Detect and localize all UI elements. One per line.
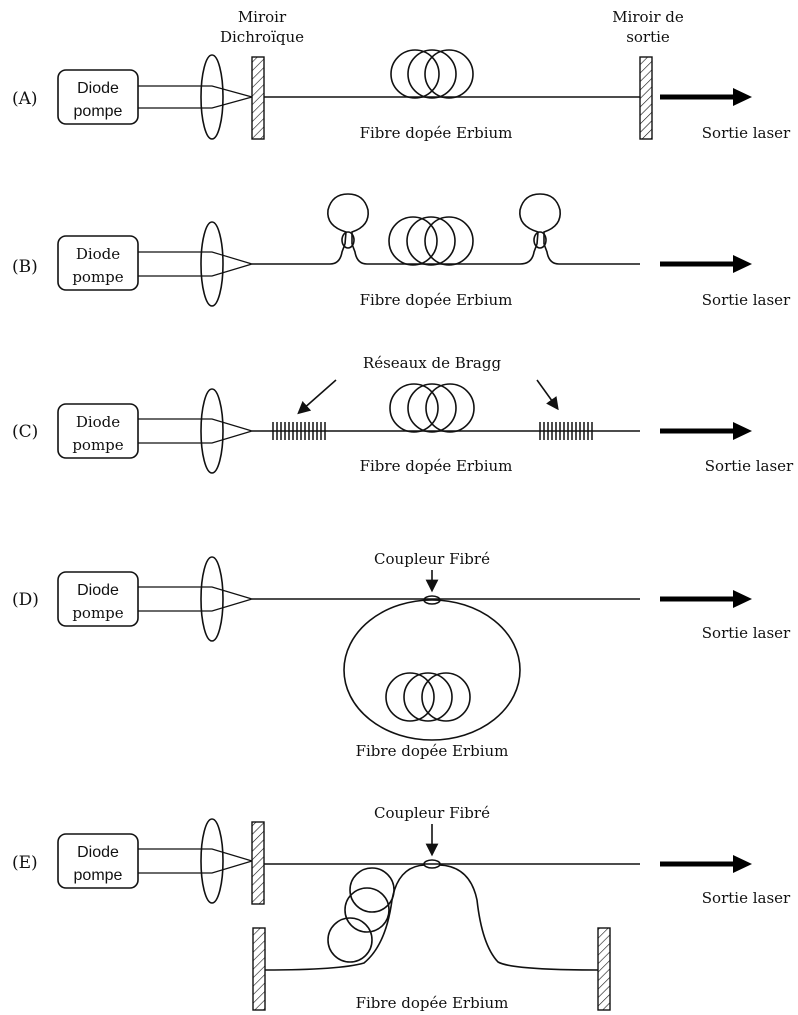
bragg-pointer-left <box>297 379 337 415</box>
bragg-grating-right-c <box>539 422 593 440</box>
mirror-out-label-line2: sortie <box>626 28 670 46</box>
lens-b <box>200 221 224 307</box>
pump-label-line1: Diode <box>77 582 119 599</box>
loop-mirror-right-b <box>519 193 561 249</box>
pump-label-line2: pompe <box>74 103 123 120</box>
output-arrow-a <box>660 88 752 106</box>
output-arrow-c <box>660 422 752 440</box>
fiber-coupler-d <box>423 595 441 605</box>
fiber-line-b-right <box>543 243 640 265</box>
panel-e: (E) Diode pompe Coupleur Fibré Fibre dop… <box>12 804 791 1012</box>
pump-label-line1: Diode <box>77 80 119 97</box>
fiber-arm-right-e <box>438 864 599 971</box>
lens-c <box>200 388 224 474</box>
fiber-label-a: Fibre dopée Erbium <box>360 124 513 142</box>
pump-beam-a <box>138 85 253 109</box>
dichroic-mirror-a <box>251 56 265 140</box>
fiber-coil-b <box>388 216 474 266</box>
panel-label-c: (C) <box>12 422 38 442</box>
fiber-coil-e <box>327 867 395 963</box>
output-arrow-d <box>660 590 752 608</box>
lens-e <box>200 818 224 904</box>
pump-label-line1: Diode <box>76 413 120 431</box>
panel-label-e: (E) <box>12 853 38 873</box>
output-arrow-e <box>660 855 752 873</box>
panel-d: (D) Diode pompe Coupleur Fibré Fibre do <box>12 550 791 760</box>
output-label-c: Sortie laser <box>705 457 794 475</box>
coupler-label-e: Coupleur Fibré <box>374 804 490 822</box>
mirror-in-label-line2: Dichroïque <box>220 28 304 46</box>
pump-diode-a: Diode pompe <box>57 69 139 125</box>
pump-diode-c: Diode pompe <box>57 403 139 459</box>
fiber-label-b: Fibre dopée Erbium <box>360 291 513 309</box>
fiber-coil-c <box>389 383 475 433</box>
fiber-coupler-e <box>423 859 441 869</box>
pump-label-line2: pompe <box>74 867 123 884</box>
panel-c: (C) Diode pompe Réseaux de Bragg <box>12 354 794 475</box>
dichroic-mirror-e <box>251 821 265 905</box>
pump-beam-d <box>138 586 253 612</box>
end-mirror-right-e <box>597 927 611 1011</box>
bragg-label-c: Réseaux de Bragg <box>363 354 502 372</box>
pump-label-line1: Diode <box>76 245 120 263</box>
loop-mirror-left-b <box>327 193 369 249</box>
pump-diode-e: Diode pompe <box>57 833 139 889</box>
mirror-in-label-line1: Miroir <box>238 8 287 26</box>
panel-a: (A) Diode pompe Miroir Dichroïque Miroir… <box>12 8 791 142</box>
pump-beam-b <box>138 251 253 277</box>
output-label-a: Sortie laser <box>702 124 791 142</box>
pump-label-line1: Diode <box>77 844 119 861</box>
panel-label-b: (B) <box>12 257 38 277</box>
lens-a <box>200 54 224 140</box>
fiber-arm-left-e <box>264 864 426 971</box>
bragg-pointer-right <box>536 379 559 411</box>
pump-label-line2: pompe <box>72 436 123 454</box>
output-label-e: Sortie laser <box>702 889 791 907</box>
pump-diode-d: Diode pompe <box>57 571 139 627</box>
fiber-label-c: Fibre dopée Erbium <box>360 457 513 475</box>
pump-label-line2: pompe <box>72 268 123 286</box>
pump-diode-b: Diode pompe <box>57 235 139 291</box>
output-mirror-a <box>639 56 653 140</box>
panel-label-a: (A) <box>12 89 38 109</box>
panel-label-d: (D) <box>12 590 39 610</box>
fiber-coil-a <box>390 49 474 99</box>
fiber-ring-d <box>343 599 521 741</box>
bragg-grating-left-c <box>272 422 326 440</box>
end-mirror-left-e <box>252 927 266 1011</box>
output-label-d: Sortie laser <box>702 624 791 642</box>
fiber-line-b-left <box>252 243 346 265</box>
output-label-b: Sortie laser <box>702 291 791 309</box>
fiber-coil-d <box>385 672 471 722</box>
mirror-out-label-line1: Miroir de <box>612 8 684 26</box>
pump-beam-e <box>138 848 253 874</box>
output-arrow-b <box>660 255 752 273</box>
panel-b: (B) Diode pompe Fibre dopée Erbium <box>12 193 791 309</box>
coupler-label-d: Coupleur Fibré <box>374 550 490 568</box>
lens-d <box>200 556 224 642</box>
fiber-label-d: Fibre dopée Erbium <box>356 742 509 760</box>
pump-beam-c <box>138 418 253 444</box>
fiber-label-e: Fibre dopée Erbium <box>356 994 509 1012</box>
pump-label-line2: pompe <box>72 604 123 622</box>
